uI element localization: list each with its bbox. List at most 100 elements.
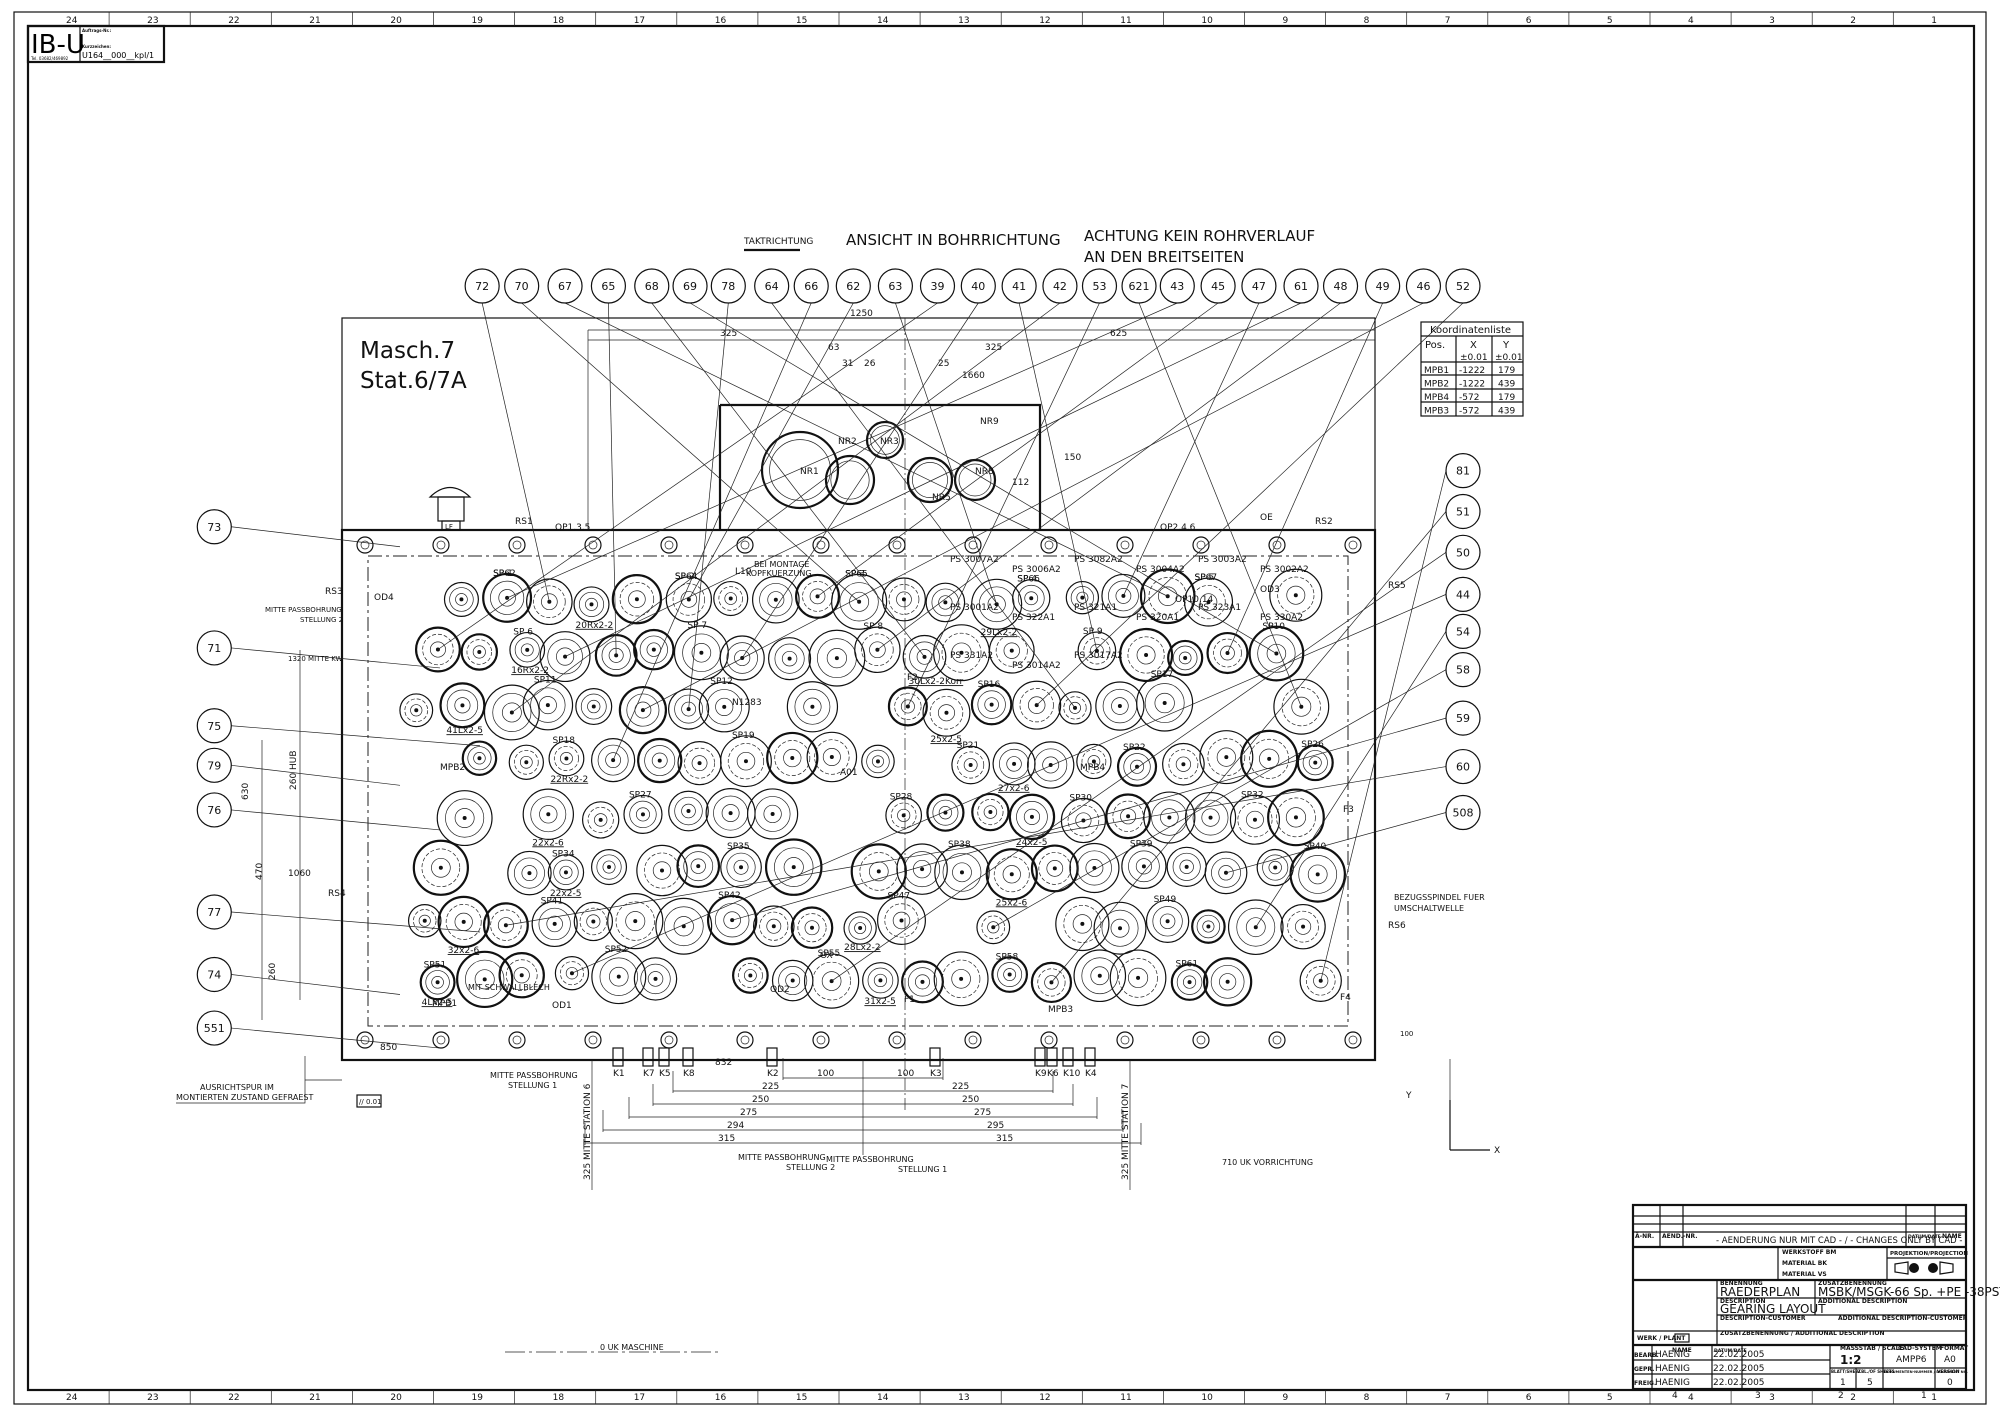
gear-pitch-circle <box>533 585 566 618</box>
gear-pitch-circle <box>932 799 959 826</box>
gear-bore <box>593 813 608 827</box>
gear-center <box>810 704 815 709</box>
gear-bore <box>691 755 708 772</box>
gear-bore <box>938 595 953 610</box>
gear-circle <box>767 637 812 681</box>
center-kw-note: 1320 MITTE KW <box>288 655 343 663</box>
gear-bore <box>809 588 826 605</box>
gear-bore <box>1179 859 1194 875</box>
gear-pitch-circle <box>1298 855 1338 894</box>
tb-designation-label: BENENNUNG <box>1720 1280 1763 1287</box>
item-balloon-number: 81 <box>1456 465 1470 478</box>
gear-circle <box>1012 680 1062 730</box>
direction-note: TAKTRICHTUNG <box>743 237 813 247</box>
ref-label: Kurzzeichen: <box>82 44 111 49</box>
leader-line <box>642 302 1424 711</box>
gear-pitch-circle <box>797 913 827 943</box>
pass-bore-2-b: STELLUNG 2 <box>786 1163 835 1172</box>
gear-center <box>988 810 993 815</box>
gear-spec-label: 29Lx2-2 <box>981 628 1018 638</box>
item-balloon <box>196 1010 232 1046</box>
bolt-hole-inner <box>1196 540 1206 550</box>
spindle-label: SP 8 <box>863 622 883 632</box>
gear-center <box>686 809 691 814</box>
gear-pitch-circle <box>1276 797 1316 838</box>
gear-pitch-circle <box>682 633 721 672</box>
gear-pitch-circle <box>941 959 981 998</box>
gear-bore <box>1046 860 1064 877</box>
coord-header-y: Y <box>1502 340 1510 351</box>
gear-center <box>1012 761 1017 766</box>
leader-line <box>1036 302 1464 706</box>
grid-column-label: 2 <box>1850 1393 1856 1403</box>
coordinate-table: Koordinatenliste Pos. X Y ±0.01 ±0.01 MP… <box>1420 321 1524 417</box>
spindle-label: SP49 <box>1154 895 1177 905</box>
gear-bore <box>1218 865 1234 881</box>
spindle-label: SP11 <box>534 675 557 685</box>
item-balloon <box>464 268 500 304</box>
gear-center <box>477 756 482 761</box>
gear-circle <box>1269 568 1323 622</box>
gear-circle <box>771 959 814 1002</box>
tb-person-role: GEPR. <box>1634 1366 1654 1373</box>
bolt-hole-inner <box>1044 1035 1054 1045</box>
grid-column-label: 9 <box>1283 1393 1289 1403</box>
gear-circle <box>483 684 540 741</box>
gear-bore <box>474 969 495 990</box>
item-balloon-number: 73 <box>207 521 221 534</box>
dim-label: 315 <box>718 1134 735 1144</box>
gear-circle <box>766 731 819 785</box>
tb-format: A0 <box>1944 1355 1956 1365</box>
grid-column-label: 6 <box>1526 1393 1532 1403</box>
gear-circle <box>607 892 664 950</box>
gear-circle <box>581 801 620 839</box>
gear-bore <box>431 857 451 878</box>
gear-circle <box>1202 957 1253 1007</box>
gear-pitch-circle <box>579 907 608 936</box>
grid-column-label: 3 <box>1769 16 1775 26</box>
grid-column-label: 18 <box>553 1393 565 1403</box>
gear-circle <box>412 839 469 896</box>
gear-bore <box>1002 865 1021 884</box>
gear-bore <box>987 921 1000 934</box>
item-balloon-number: 48 <box>1334 280 1348 293</box>
leader-line <box>231 1027 441 1049</box>
gear-circle <box>1027 741 1075 789</box>
tb-person-date: 22.02.2005 <box>1713 1350 1765 1360</box>
gear-circle <box>637 737 683 784</box>
gear-bore <box>501 702 522 723</box>
gear-pitch-circle <box>1152 906 1183 937</box>
item-balloon <box>1200 268 1236 304</box>
spindle-label: SP34 <box>552 850 575 860</box>
title-block: Ä-NR. AEND.-NR. - AENDERUNG NUR MIT CAD … <box>1631 1203 2000 1401</box>
gear-bore <box>743 969 757 982</box>
gear-pitch-circle <box>1016 801 1048 833</box>
gear-center <box>1029 814 1034 819</box>
gear-center <box>697 761 702 766</box>
gear-pitch-circle <box>1118 958 1158 998</box>
gear-bore <box>1259 748 1280 769</box>
gear-bore <box>1027 696 1046 714</box>
leader-line <box>1123 302 1260 597</box>
gear-pitch-circle <box>1305 966 1336 996</box>
leader-line <box>895 302 998 605</box>
leader-line <box>877 302 1341 651</box>
gear-pitch-circle <box>1196 914 1221 939</box>
item-balloon <box>1445 613 1481 649</box>
item-balloon-number: 41 <box>1012 280 1026 293</box>
plant-field[interactable] <box>1674 1333 1690 1343</box>
mpb-label: MPB4 <box>1080 763 1105 773</box>
coord-y: 179 <box>1498 393 1515 403</box>
grid-column-label: 13 <box>958 16 969 26</box>
dim-label: 250 <box>752 1095 769 1105</box>
gear-circle <box>443 581 479 617</box>
warning-note-1: ACHTUNG KEIN ROHRVERLAUF <box>1084 227 1315 245</box>
gear-pitch-circle <box>904 851 941 888</box>
pin-icon <box>682 1047 694 1067</box>
bolt-hole-icon <box>1192 1031 1210 1049</box>
top-cover <box>718 403 1042 530</box>
spindle-label: SP35 <box>727 842 750 852</box>
item-balloon <box>1445 453 1481 489</box>
gear-pitch-circle <box>626 693 660 727</box>
tb-of-sheets: 5 <box>1867 1378 1873 1388</box>
